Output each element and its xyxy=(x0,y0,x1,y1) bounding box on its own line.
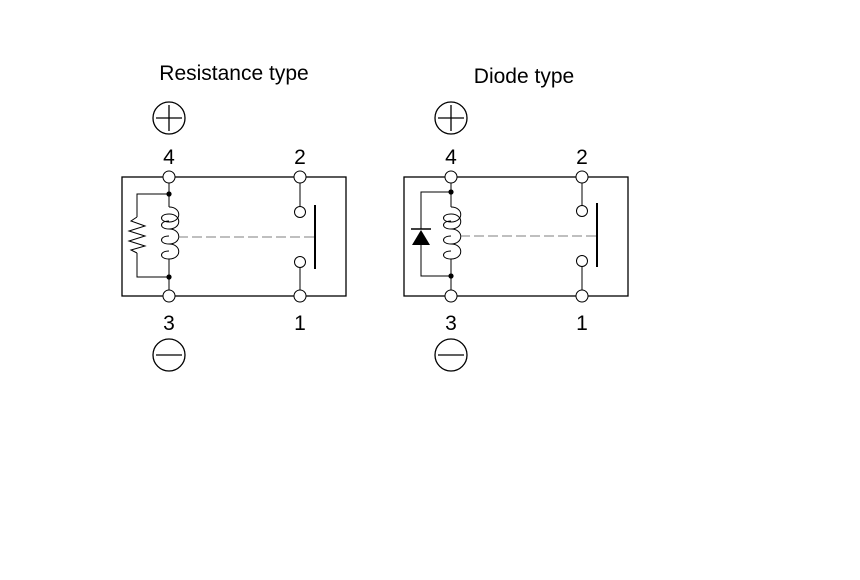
coil-icon xyxy=(161,206,180,265)
plus-circle-icon xyxy=(152,101,186,135)
relay-housing xyxy=(403,176,629,297)
pin-label-3: 3 xyxy=(445,312,457,335)
diagram-title: Resistance type xyxy=(159,62,308,85)
diagram-title: Diode type xyxy=(474,65,574,88)
diode-type-diagram: Diode type 4 2 3 1 xyxy=(403,65,629,372)
pin-label-2: 2 xyxy=(294,146,306,169)
terminal-2 xyxy=(293,170,307,184)
resistance-type-diagram: Resistance type 4 2 3 1 xyxy=(121,62,347,372)
terminal-1 xyxy=(293,289,307,303)
terminal-3 xyxy=(444,289,458,303)
coil-icon xyxy=(443,206,462,265)
pin-label-1: 1 xyxy=(576,312,588,335)
minus-circle-icon xyxy=(152,338,186,372)
terminal-1 xyxy=(575,289,589,303)
relay-housing xyxy=(121,176,347,297)
terminal-4 xyxy=(444,170,458,184)
terminal-3 xyxy=(162,289,176,303)
resistor-icon xyxy=(127,216,147,254)
pin-label-4: 4 xyxy=(163,146,175,169)
pin-label-3: 3 xyxy=(163,312,175,335)
diode-icon xyxy=(411,228,431,245)
pin-label-2: 2 xyxy=(576,146,588,169)
terminal-4 xyxy=(162,170,176,184)
pin-label-4: 4 xyxy=(445,146,457,169)
pin-label-1: 1 xyxy=(294,312,306,335)
plus-circle-icon xyxy=(434,101,468,135)
terminal-2 xyxy=(575,170,589,184)
minus-circle-icon xyxy=(434,338,468,372)
